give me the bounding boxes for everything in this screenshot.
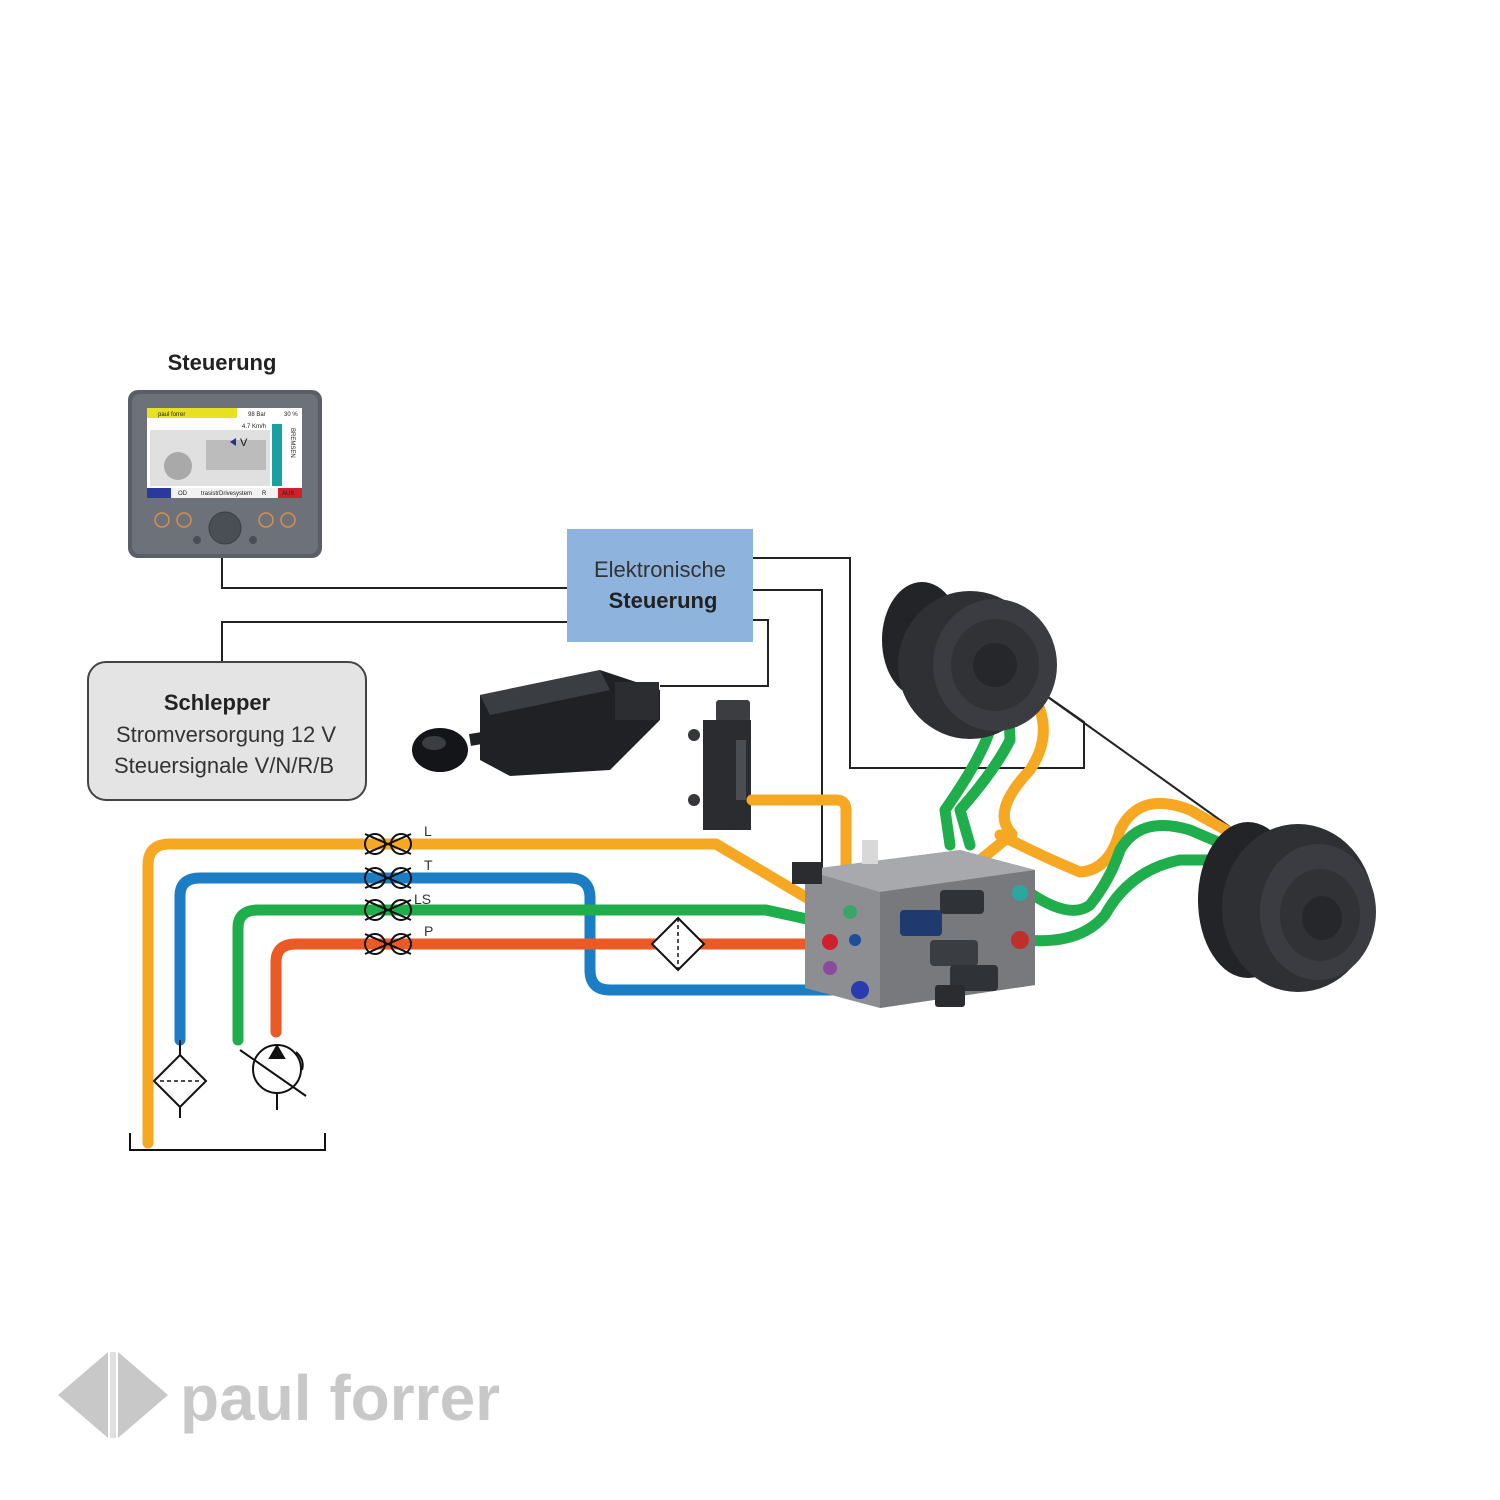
coupling-L [364, 833, 412, 855]
screen-brand: paul forrer [158, 412, 185, 418]
controller-terminal: paul forrer 98 Bar 30 % 4.7 Km/h V BREMS… [128, 390, 322, 558]
screen-side-label: BREMSEN [289, 428, 295, 458]
valve-block [792, 840, 1035, 1008]
line-P [270, 938, 846, 1038]
sensor-valve [688, 700, 751, 830]
line-LS [232, 904, 840, 1046]
screen-bottom-r: R [262, 491, 267, 497]
tractor-title: Schlepper [164, 690, 271, 715]
tractor-signals: Steuersignale V/N/R/B [114, 753, 334, 778]
coupling-T [364, 867, 412, 889]
wheel-motor-1 [882, 582, 1057, 739]
screen-bottom-left: OD [178, 491, 188, 497]
control-knob[interactable] [208, 511, 242, 545]
line-T [174, 872, 866, 1046]
line-motor2-green-b [1019, 854, 1238, 947]
screen-bottom-aus: AUS [282, 491, 294, 497]
line-L [142, 838, 840, 1149]
screen-mode: V [240, 437, 248, 449]
paul-forrer-logo: paul forrer [58, 1352, 500, 1438]
tank-icon [129, 1133, 326, 1151]
tractor-power: Stromversorgung 12 V [116, 722, 336, 747]
screen-percent: 30 % [284, 412, 298, 418]
quick-couplings [364, 833, 412, 955]
screen-bottom-mid: trasistrDrivesystem [201, 491, 252, 497]
line-motor2-orange [994, 797, 1246, 878]
line-motor2-green-a [1024, 820, 1238, 916]
line-sensor [746, 794, 852, 886]
variable-pump-icon [239, 1044, 307, 1110]
ecu-line1: Elektronische [594, 557, 726, 582]
screen-pressure: 98 Bar [248, 412, 266, 418]
softkey-3[interactable] [258, 512, 274, 528]
return-filter-icon [152, 1040, 208, 1118]
line-label-P: P [424, 923, 433, 939]
line-label-LS: LS [414, 891, 431, 907]
line-label-L: L [424, 823, 432, 839]
logo-text: paul forrer [180, 1362, 500, 1434]
softkey-4[interactable] [280, 512, 296, 528]
logo-mark-icon [58, 1352, 108, 1438]
wheel-motor-2 [1198, 822, 1376, 992]
pressure-filter-icon [650, 916, 706, 972]
coupling-P [364, 933, 412, 955]
screen-speed: 4.7 Km/h [242, 424, 266, 430]
coupling-LS [364, 899, 412, 921]
electronic-control-unit: Elektronische Steuerung [567, 529, 753, 642]
softkey-2[interactable] [176, 512, 192, 528]
joystick [412, 670, 660, 776]
controller-title: Steuerung [168, 350, 277, 375]
ecu-line2: Steuerung [609, 588, 718, 613]
softkey-1[interactable] [154, 512, 170, 528]
ecu-box [567, 529, 753, 642]
tractor-box: Schlepper Stromversorgung 12 V Steuersig… [87, 661, 367, 801]
line-label-T: T [424, 857, 433, 873]
